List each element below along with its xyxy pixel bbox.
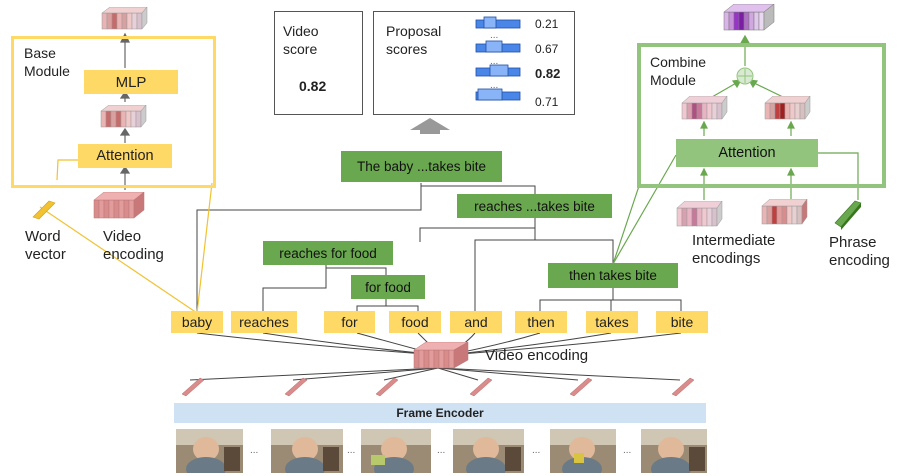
frame-feature-icon	[375, 377, 399, 397]
word-takes: takes	[586, 311, 638, 333]
frame-feature-icon	[671, 377, 695, 397]
frame-feature-icon	[469, 377, 493, 397]
tree-node-root: The baby ...takes bite	[341, 151, 502, 182]
frame-encoder-bar: Frame Encoder	[174, 403, 706, 423]
word-vector-label: Word vector	[25, 228, 66, 263]
video-frame	[271, 429, 343, 473]
combine-plus-icon	[736, 67, 754, 85]
intermediate-encoding-left-icon	[676, 201, 723, 227]
proposal-scores-box	[373, 11, 575, 115]
frame-feature-icon	[181, 377, 205, 397]
video-frame	[176, 429, 243, 473]
word-for: for	[324, 311, 375, 333]
word-bite: bite	[656, 311, 708, 333]
base-intermediate-vector-icon	[100, 105, 147, 128]
proposal-scores-title: Proposal scores	[386, 23, 442, 57]
combine-vector-right-icon	[764, 96, 811, 120]
tree-node-reaches-takes: reaches ...takes bite	[457, 194, 612, 218]
tree-node-reaches-for-food: reaches for food	[263, 241, 393, 265]
proposal-score-4: 0.71	[535, 95, 559, 109]
frame-feature-icon	[284, 377, 308, 397]
proposal-separator-2: ...	[490, 56, 499, 67]
mlp-box: MLP	[84, 70, 178, 94]
video-score-box	[274, 11, 363, 115]
frame-separator: ...	[347, 445, 356, 456]
base-output-vector-icon	[101, 7, 148, 30]
video-frame	[641, 429, 707, 473]
video-encoding-left-label: Video encoding	[103, 228, 164, 263]
intermediate-encoding-right-icon	[761, 199, 808, 225]
combine-attention-box: Attention	[676, 139, 818, 167]
combine-vector-left-icon	[681, 96, 728, 120]
video-score-title: Video score	[283, 23, 319, 57]
intermediate-encodings-label: Intermediate encodings	[692, 232, 776, 267]
proposal-score-2: 0.67	[535, 42, 559, 56]
proposal-score-3: 0.82	[535, 66, 561, 81]
word-reaches: reaches	[231, 311, 297, 333]
proposal-score-1: 0.21	[535, 17, 559, 31]
proposal-separator-1: ...	[490, 30, 499, 41]
base-module-title: Base Module	[24, 45, 70, 79]
combine-module-title: Combine Module	[650, 54, 707, 88]
combine-output-vector-icon	[723, 4, 775, 31]
word-baby: baby	[171, 311, 223, 333]
base-attention-box: Attention	[78, 144, 172, 168]
phrase-encoding-label: Phrase encoding	[829, 234, 890, 269]
video-encoding-vector-icon	[93, 192, 145, 219]
base-module-frame	[11, 36, 216, 188]
frame-separator: ...	[250, 445, 259, 456]
word-and: and	[450, 311, 502, 333]
word-food: food	[389, 311, 441, 333]
video-frame	[453, 429, 524, 473]
video-frame	[550, 429, 616, 473]
tree-node-for-food: for food	[351, 275, 425, 299]
frame-separator: ...	[623, 445, 632, 456]
video-score-value: 0.82	[299, 78, 327, 94]
word-vector-icon	[32, 200, 56, 220]
center-video-encoding-icon	[413, 342, 469, 369]
phrase-encoding-icon	[834, 200, 862, 230]
proposal-segments-icon	[475, 16, 521, 101]
video-encoding-center-label: Video encoding	[485, 347, 589, 364]
tree-node-then-takes-bite: then takes bite	[548, 263, 678, 288]
combine-module-frame	[637, 43, 886, 188]
proposal-separator-3: ...	[490, 80, 499, 91]
frame-separator: ...	[437, 445, 446, 456]
video-frame	[361, 429, 431, 473]
frame-separator: ...	[532, 445, 541, 456]
frame-feature-icon	[569, 377, 593, 397]
word-then: then	[515, 311, 567, 333]
